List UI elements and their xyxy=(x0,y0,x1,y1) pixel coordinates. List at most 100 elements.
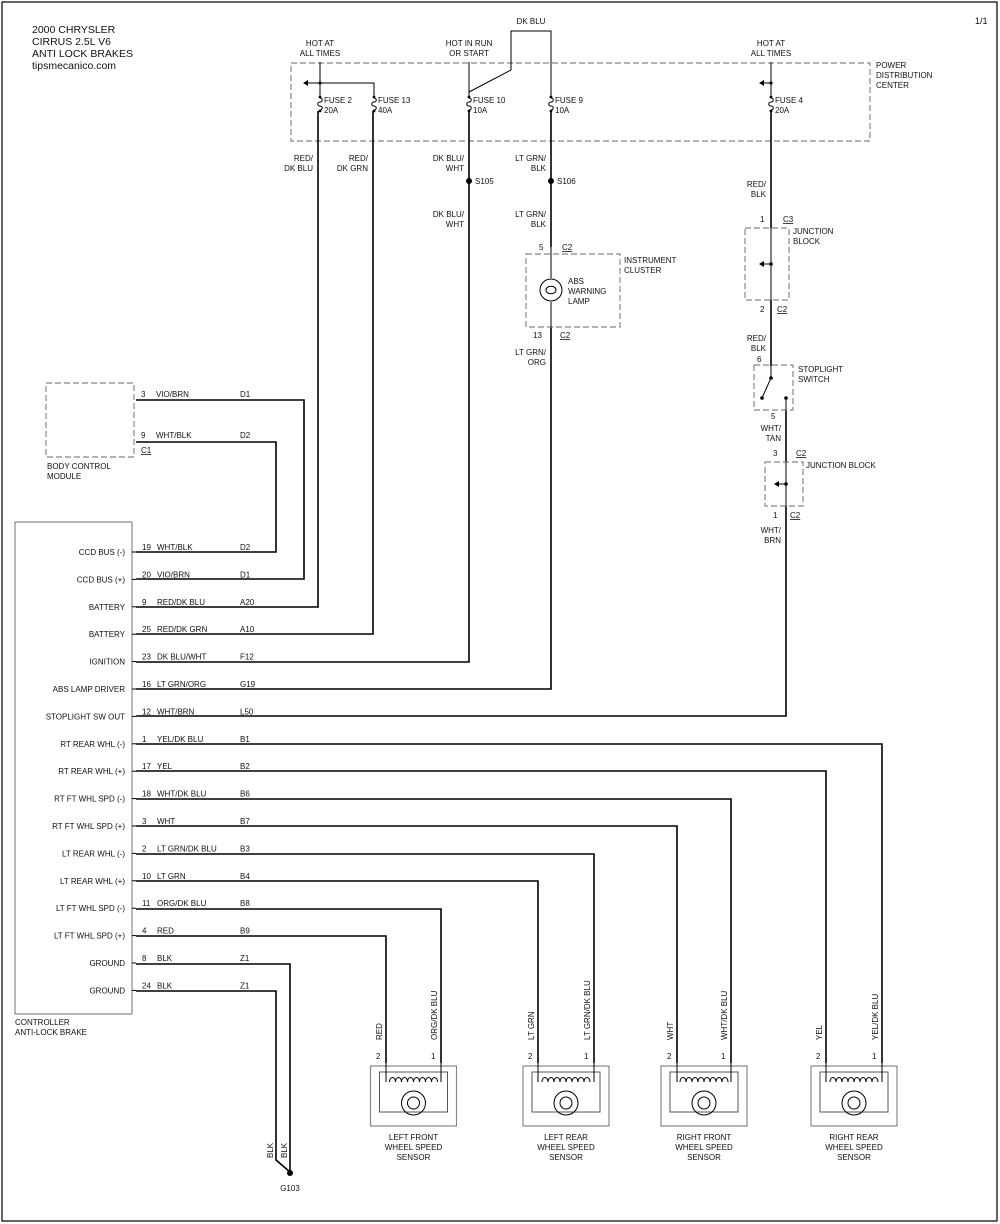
controller-pin-wire: YEL xyxy=(157,762,173,771)
controller-pin-wire: LT GRN/ORG xyxy=(157,680,206,689)
junction-block-1-box xyxy=(744,227,790,301)
bcm-connector: C1 xyxy=(141,446,152,455)
cluster-pin-top: 5 xyxy=(539,243,544,252)
fuse-2-name: FUSE 2 xyxy=(324,96,353,105)
controller-pin-wire: YEL/DK BLU xyxy=(157,735,203,744)
lbl-ltgrn-blk-4: BLK xyxy=(531,220,547,229)
controller-pin-wire: WHT/BLK xyxy=(157,543,193,552)
lbl-dkblu-wht-4: WHT xyxy=(446,220,464,229)
wire-b9 xyxy=(136,935,387,1063)
controller-pin-number: 3 xyxy=(142,817,147,826)
sensor-magnet-icon xyxy=(697,1096,711,1110)
bcm-wire-9: WHT/BLK xyxy=(156,431,192,440)
controller-pin-circuit: Z1 xyxy=(240,981,250,990)
controller-pin-name: LT FT WHL SPD (-) xyxy=(56,904,125,913)
jb1-pin-bottom: 2 xyxy=(760,305,765,314)
fuse-2-amps: 20A xyxy=(324,106,339,115)
controller-pin-wire: DK BLU/WHT xyxy=(157,653,206,662)
pdc-box xyxy=(290,62,871,142)
lbl-dkblu-wht-1: DK BLU/ xyxy=(433,154,465,163)
bcm-wire-3: VIO/BRN xyxy=(156,390,189,399)
sensor-label: LEFT REAR xyxy=(544,1133,588,1142)
lbl-wht-brn-1: WHT/ xyxy=(761,526,782,535)
lbl-red-blk-2: BLK xyxy=(751,190,767,199)
sensor-tone-ring-icon xyxy=(841,1090,867,1116)
fuse-4 xyxy=(768,95,774,113)
pdc-label-3: CENTER xyxy=(876,81,909,90)
controller-pin-wire: VIO/BRN xyxy=(157,570,190,579)
controller-pin-number: 12 xyxy=(142,707,151,716)
bcm-circuit-9: D2 xyxy=(240,431,251,440)
bcm-circuit-3: D1 xyxy=(240,390,251,399)
sensor-coil xyxy=(825,1063,883,1083)
controller-label-2: ANTI-LOCK BRAKE xyxy=(15,1028,87,1037)
sensor-wire-2: YEL xyxy=(815,1024,824,1040)
controller-pin-number: 16 xyxy=(142,680,151,689)
lbl-wht-brn-2: BRN xyxy=(764,536,781,545)
sensor-box xyxy=(369,1065,458,1127)
controller-pin-circuit: A20 xyxy=(240,598,255,607)
sensor-core xyxy=(669,1071,739,1113)
sensor-label: SENSOR xyxy=(837,1153,871,1162)
sensor-pin-2: 2 xyxy=(528,1052,533,1061)
sensor-coil xyxy=(537,1063,595,1083)
splice-s105 xyxy=(466,178,472,184)
bcm-label-1: BODY CONTROL xyxy=(47,462,111,471)
sensor-core xyxy=(819,1071,889,1113)
sensor-label: WHEEL SPEED xyxy=(385,1143,443,1152)
controller-pin-wire: BLK xyxy=(157,981,173,990)
sensor-label: RIGHT FRONT xyxy=(677,1133,732,1142)
controller-pin-name: RT REAR WHL (-) xyxy=(60,740,125,749)
dk-blu-jumper xyxy=(468,30,552,98)
sensor-pin-2: 2 xyxy=(376,1052,381,1061)
title-line-4: tipsmecanico.com xyxy=(32,60,116,72)
hot-label-a1: HOT AT xyxy=(306,39,334,48)
controller-pin-wire: ORG/DK BLU xyxy=(157,899,207,908)
controller-pin-number: 17 xyxy=(142,762,151,771)
controller-pin-number: 20 xyxy=(142,570,151,579)
splice-s105-label: S105 xyxy=(475,177,494,186)
controller-pin-wire: LT GRN/DK BLU xyxy=(157,844,217,853)
wire-dk-blu-wht xyxy=(136,111,470,663)
sensor-tone-ring-icon xyxy=(401,1090,426,1116)
controller-pin-circuit: L50 xyxy=(240,707,254,716)
controller-pin-name: CCD BUS (+) xyxy=(77,575,126,584)
fuse-4-name: FUSE 4 xyxy=(775,96,804,105)
wire-b4 xyxy=(136,880,539,1063)
sensor-box xyxy=(522,1065,610,1127)
splice-s106-label: S106 xyxy=(557,177,576,186)
sensor-pin-1: 1 xyxy=(721,1052,726,1061)
fuse-13 xyxy=(371,95,377,113)
switch-pin-bottom: 5 xyxy=(771,412,776,421)
controller-pin-wire: WHT/DK BLU xyxy=(157,790,207,799)
lbl-ltgrn-org-1: LT GRN/ xyxy=(515,348,547,357)
controller-pin-name: LT REAR WHL (+) xyxy=(60,877,125,886)
switch-label-1: STOPLIGHT xyxy=(798,365,843,374)
jb2-conn-top: C2 xyxy=(796,449,807,458)
title-line-1: 2000 CHRYSLER xyxy=(32,24,116,36)
abs-warning-lamp-icon xyxy=(539,278,563,302)
wire-red-dk-grn xyxy=(136,111,374,635)
wire-b6 xyxy=(136,798,732,1063)
sensor-tone-ring-icon xyxy=(553,1090,579,1116)
ground-wire-label-1: BLK xyxy=(266,1142,275,1158)
sensor-box xyxy=(660,1065,748,1127)
fuse-13-amps: 40A xyxy=(378,106,393,115)
controller-pin-name: GROUND xyxy=(89,986,125,995)
sensor-wire-1: ORG/DK BLU xyxy=(430,990,439,1040)
jb2-pin-top: 3 xyxy=(773,449,778,458)
controller-pin-wire: RED/DK GRN xyxy=(157,625,207,634)
controller-pin-circuit: D1 xyxy=(240,570,251,579)
sensor-wire-1: YEL/DK BLU xyxy=(871,994,880,1040)
controller-pin-circuit: F12 xyxy=(240,653,254,662)
ground-label: G103 xyxy=(280,1184,300,1193)
sensor-core xyxy=(531,1071,601,1113)
sensor-magnet-icon xyxy=(847,1096,861,1110)
sensor-coil xyxy=(385,1063,442,1083)
instrument-cluster-box xyxy=(525,253,621,328)
controller-pin-number: 23 xyxy=(142,653,151,662)
controller-pin-number: 10 xyxy=(142,872,151,881)
controller-pin-name: IGNITION xyxy=(89,658,125,667)
